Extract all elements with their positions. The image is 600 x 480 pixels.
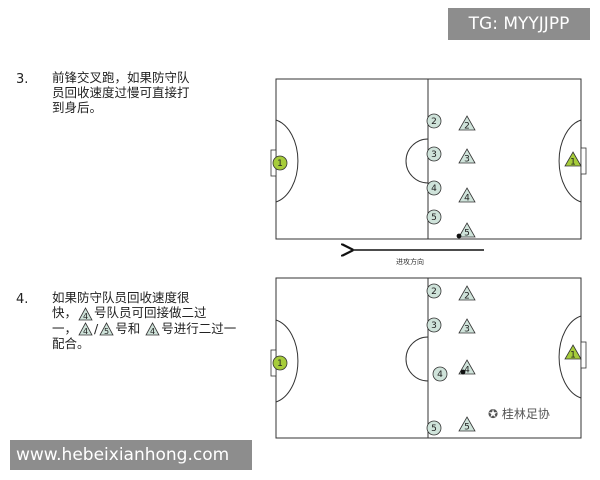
attack-direction-label: 进攻方向: [396, 258, 424, 266]
item-4-line-3-pre: 一，: [52, 320, 78, 336]
defender-3: 3: [426, 317, 442, 333]
ball: [460, 369, 466, 375]
attacker-2-label: 2: [464, 292, 470, 302]
attacker-3: 3: [458, 318, 476, 335]
item-4-line-2: 快， 4 号队员可回接做二过: [52, 305, 242, 321]
item-3-line-3: 到身后。: [52, 100, 103, 115]
item-3-description: 前锋交叉跑，如果防守队 员回收速度过慢可直接打 到身后。: [52, 70, 242, 115]
attacker-2: 2: [458, 115, 476, 132]
svg-text:5: 5: [104, 327, 109, 336]
item-3-line-1: 前锋交叉跑，如果防守队: [52, 70, 190, 85]
attacker-3-label: 3: [464, 325, 470, 335]
left-goalkeeper-label: 1: [277, 159, 283, 169]
defender-2-label: 2: [431, 287, 437, 297]
right-penalty-arc: [558, 315, 582, 399]
defender-2: 2: [426, 113, 442, 129]
defender-4-label: 4: [431, 184, 437, 194]
right-goalkeeper: 1: [564, 151, 582, 168]
item-4-line-3: 一， 4 / 5 号和 4 号进行二过一: [52, 321, 242, 337]
right-goalkeeper-label: 1: [570, 351, 576, 361]
attacker-5-label: 5: [464, 229, 470, 239]
item-4-line-2-pre: 快，: [52, 305, 78, 320]
triangle-4-icon: 4: [78, 306, 93, 321]
defender-5: 5: [426, 420, 442, 436]
item-3-number: 3.: [16, 72, 29, 87]
attacker-5-label: 5: [464, 423, 470, 433]
svg-text:4: 4: [150, 327, 155, 336]
telegram-badge: TG: MYYJJPP: [448, 8, 590, 40]
defender-2: 2: [426, 283, 442, 299]
left-goalkeeper: 1: [272, 155, 288, 171]
center-circle: [405, 138, 429, 184]
defender-3: 3: [426, 146, 442, 162]
website-watermark: www.hebeixianhong.com: [10, 440, 252, 470]
attacker-4-label: 4: [464, 194, 470, 204]
defender-3-label: 3: [431, 150, 437, 160]
attacker-5: 5: [458, 222, 476, 239]
defender-5-label: 5: [431, 424, 437, 434]
item-4-line-3-post: 号进行二过一: [161, 320, 237, 336]
right-penalty-arc: [558, 119, 582, 203]
left-goalkeeper-label: 1: [277, 359, 283, 369]
item-4-line-1: 如果防守队员回收速度很: [52, 290, 190, 305]
right-goal: [580, 341, 587, 369]
defender-4: 4: [426, 180, 442, 196]
attacker-4-label: 4: [464, 366, 470, 376]
defender-4-label: 4: [437, 370, 443, 380]
defender-4: 4: [432, 366, 448, 382]
ball: [456, 233, 462, 239]
item-4-line-3-slash: /: [94, 320, 99, 336]
svg-text:4: 4: [83, 327, 88, 336]
svg-text:4: 4: [83, 312, 88, 321]
item-3-line-2: 员回收速度过慢可直接打: [52, 85, 190, 100]
triangle-5-icon: 5: [99, 322, 114, 336]
item-4-line-3-mid: 号和: [115, 320, 145, 336]
defender-5: 5: [426, 209, 442, 225]
wechat-watermark: ✪ 桂林足协: [488, 405, 550, 422]
triangle-4-icon: 4: [145, 322, 160, 336]
wechat-label: 桂林足协: [501, 407, 550, 421]
right-goalkeeper: 1: [564, 344, 582, 361]
defender-2-label: 2: [431, 117, 437, 127]
attacker-4: 4: [458, 187, 476, 204]
triangle-4-icon: 4: [78, 322, 93, 336]
attacker-5: 5: [458, 416, 476, 433]
item-4-line-2-post: 号队员可回接做二过: [94, 305, 207, 320]
left-penalty-arc: [275, 119, 299, 203]
right-goalkeeper-label: 1: [570, 158, 576, 168]
wechat-icon: ✪: [488, 407, 502, 421]
center-circle: [405, 336, 429, 382]
item-4-description: 如果防守队员回收速度很 快， 4 号队员可回接做二过 一， 4 / 5 号和 4 号进行二过一…: [52, 290, 242, 351]
right-goal: [580, 147, 587, 175]
item-4-number: 4.: [16, 292, 29, 307]
item-4-line-4: 配合。: [52, 336, 90, 351]
left-penalty-arc: [275, 319, 299, 403]
pitch-diagram-2: [270, 277, 587, 439]
attacker-2-label: 2: [464, 122, 470, 132]
attacker-2: 2: [458, 285, 476, 302]
defender-5-label: 5: [431, 213, 437, 223]
attacker-3-label: 3: [464, 155, 470, 165]
defender-3-label: 3: [431, 321, 437, 331]
attacker-3: 3: [458, 148, 476, 165]
left-goalkeeper: 1: [272, 355, 288, 371]
